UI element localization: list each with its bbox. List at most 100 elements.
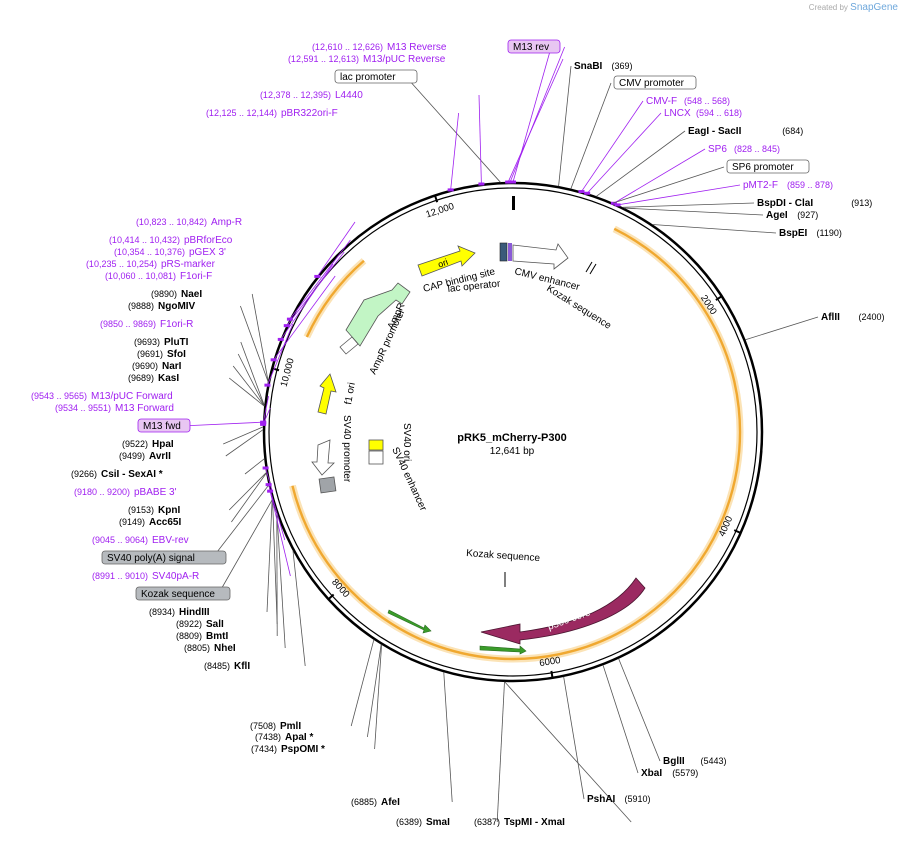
site-label-primer[interactable]: pMT2-F(859 .. 878)	[743, 180, 833, 191]
label-name: lac promoter	[340, 72, 396, 83]
site-label-feature_box[interactable]: SP6 promoter	[726, 159, 810, 174]
site-label-enzyme[interactable]: (9689)KasI	[128, 373, 179, 384]
label-range: (12,610 .. 12,626)	[312, 42, 383, 52]
leader-line	[181, 421, 264, 427]
site-label-primer[interactable]: SP6(828 .. 845)	[708, 144, 780, 155]
label-name: Acc65I	[149, 517, 181, 528]
site-label-enzyme[interactable]: (8485)KflI	[204, 661, 250, 672]
site-label-grey_box[interactable]: Kozak sequence	[135, 586, 231, 601]
site-label-enzyme[interactable]: BspEI(1190)	[779, 228, 842, 239]
site-label-enzyme[interactable]: (8934)HindIII	[149, 607, 210, 618]
site-label-enzyme[interactable]: (9499)AvrII	[119, 451, 171, 462]
origin-mark	[512, 196, 515, 210]
label-name: AflII	[821, 312, 840, 323]
site-label-enzyme[interactable]: (9888)NgoMIV	[128, 301, 196, 312]
label-name: BspEI	[779, 228, 808, 239]
site-label-primer[interactable]: (10,235 .. 10,254)pRS-marker	[86, 259, 216, 270]
site-label-grey_box[interactable]: SV40 poly(A) signal	[101, 550, 227, 565]
site-label-enzyme[interactable]: (9149)Acc65I	[119, 517, 181, 528]
site-label-primer[interactable]: (9534 .. 9551)M13 Forward	[55, 403, 174, 414]
site-label-enzyme[interactable]: (9691) SfoI	[137, 349, 186, 360]
label-range: (8934)	[149, 607, 175, 617]
site-label-enzyme[interactable]: PshAI(5910)	[587, 794, 651, 805]
sv40-enhancer-box	[368, 450, 384, 465]
leader-line	[405, 76, 501, 183]
site-label-primer[interactable]: (9180 .. 9200)pBABE 3'	[74, 487, 177, 498]
primer-site-mark	[614, 203, 621, 207]
leader-line	[212, 484, 270, 559]
site-label-feature_box[interactable]: lac promoter	[334, 69, 418, 84]
site-label-enzyme[interactable]: EagI - SacII(684)	[688, 126, 803, 137]
label-box	[613, 75, 697, 90]
site-label-primer[interactable]: (12,610 .. 12,626)M13 Reverse	[312, 42, 447, 53]
site-label-enzyme[interactable]: AflII(2400)	[821, 312, 885, 323]
primer-site-mark	[610, 201, 617, 205]
snapgene-credit: Created by SnapGene	[809, 2, 898, 13]
site-label-primer[interactable]: (12,125 .. 12,144)pBR322ori-F	[206, 108, 338, 119]
site-label-enzyme[interactable]: (9266)CsiI - SexAI *	[71, 469, 163, 480]
label-range: (9850 .. 9869)	[100, 319, 156, 329]
site-label-enzyme[interactable]: (7508)PmlI	[250, 721, 301, 732]
label-range: (9689)	[128, 373, 154, 383]
site-label-enzyme[interactable]: XbaI(5579)	[641, 768, 698, 779]
leader-line	[622, 202, 755, 208]
label-name: SV40 poly(A) signal	[107, 553, 195, 564]
leader-line	[350, 639, 375, 727]
site-label-primer[interactable]: CMV-F(548 .. 568)	[646, 96, 730, 107]
highlight-arcs	[289, 225, 744, 663]
leader-line	[262, 395, 269, 423]
label-name: CMV-F	[646, 96, 677, 107]
site-label-enzyme[interactable]: (7438)ApaI *	[255, 732, 313, 743]
label-name: BmtI	[206, 631, 228, 642]
site-label-enzyme[interactable]: (9693)PluTI	[134, 337, 189, 348]
site-label-enzyme[interactable]: (9690)NarI	[132, 361, 182, 372]
label-range: (10,354 .. 10,376)	[114, 247, 185, 257]
label-box	[507, 39, 561, 54]
site-label-primer[interactable]: (10,414 .. 10,432)pBRforEco	[109, 235, 233, 246]
site-label-primer[interactable]: (10,823 .. 10,842)Amp-R	[136, 217, 242, 228]
label-name: PmlI	[280, 721, 301, 732]
site-label-enzyme[interactable]: (9890)NaeI	[151, 289, 202, 300]
label-range: (8922)	[176, 619, 202, 629]
site-label-primer[interactable]: (9850 .. 9869)F1ori-R	[100, 319, 193, 330]
label-range: (9691)	[137, 349, 163, 359]
site-label-enzyme[interactable]: BglII(5443)	[663, 756, 727, 767]
label-range: (9180 .. 9200)	[74, 487, 130, 497]
site-label-primer[interactable]: (12,591 .. 12,613)M13/pUC Reverse	[288, 54, 446, 65]
site-label-primer[interactable]: (8991 .. 9010)SV40pA-R	[92, 571, 199, 582]
label-box	[726, 159, 810, 174]
leader-line	[276, 514, 286, 649]
leader-line	[624, 207, 764, 216]
site-label-primer[interactable]: (10,060 .. 10,081)F1ori-F	[105, 271, 212, 282]
site-label-enzyme[interactable]: AgeI(927)	[766, 210, 818, 221]
site-label-enzyme[interactable]: (8922)SalI	[176, 619, 224, 630]
label-name: SfoI	[167, 349, 186, 360]
site-label-enzyme[interactable]: BspDI - ClaI(913)	[757, 198, 872, 209]
site-label-enzyme[interactable]: (6389)SmaI	[396, 817, 450, 828]
site-label-enzyme[interactable]: SnaBI(369)	[574, 61, 633, 72]
site-label-enzyme[interactable]: (9153)KpnI	[128, 505, 180, 516]
site-label-enzyme[interactable]: (8805)NheI	[184, 643, 236, 654]
site-label-primer[interactable]: LNCX(594 .. 618)	[664, 108, 742, 119]
label-range: (10,060 .. 10,081)	[105, 271, 176, 281]
site-label-primer_box[interactable]: M13 rev	[507, 39, 561, 54]
ori-label: ori	[437, 257, 450, 270]
site-label-primer[interactable]: (12,378 .. 12,395)L4440	[260, 90, 363, 101]
primer-site-mark	[447, 188, 454, 192]
site-label-enzyme[interactable]: (6387)TspMI - XmaI	[474, 817, 565, 828]
site-label-primer_box[interactable]: M13 fwd	[137, 418, 191, 433]
label-name: M13/pUC Reverse	[363, 54, 446, 65]
site-label-primer[interactable]: (10,354 .. 10,376)pGEX 3'	[114, 247, 226, 258]
site-labels[interactable]: M13 rev(12,610 .. 12,626)M13 Reverse(12,…	[31, 39, 885, 828]
site-label-feature_box[interactable]: CMV promoter	[613, 75, 697, 90]
site-label-enzyme[interactable]: (8809)BmtI	[176, 631, 228, 642]
site-label-enzyme[interactable]: (7434)PspOMI *	[251, 744, 325, 755]
site-label-primer[interactable]: (9543 .. 9565)M13/pUC Forward	[31, 391, 173, 402]
site-label-enzyme[interactable]: (6885)AfeI	[351, 797, 400, 808]
primer-site-mark	[260, 421, 267, 425]
primer-site-mark	[283, 324, 290, 328]
site-label-primer[interactable]: (9045 .. 9064)EBV-rev	[92, 535, 189, 546]
label-box	[135, 586, 231, 601]
site-label-enzyme[interactable]: (9522)HpaI	[122, 439, 174, 450]
ampr-arrow	[345, 282, 411, 347]
